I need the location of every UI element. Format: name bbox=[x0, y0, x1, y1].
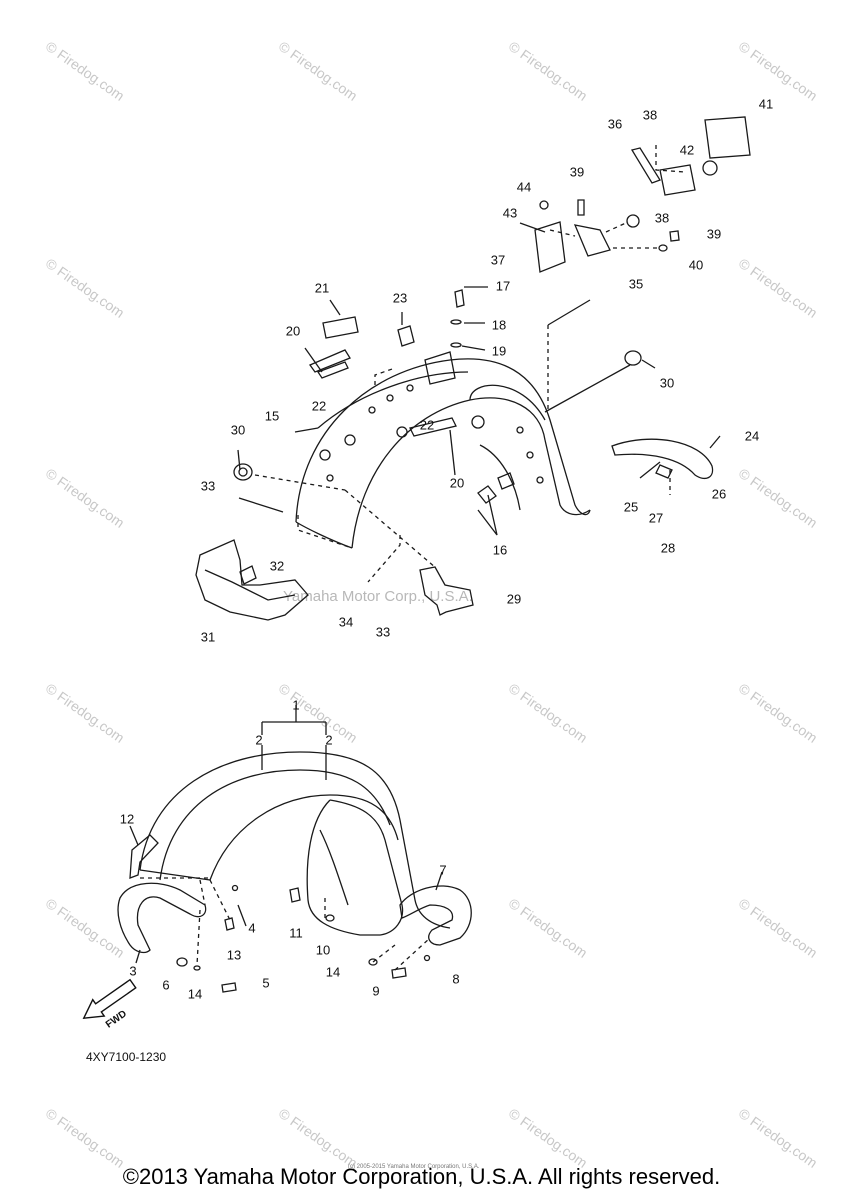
callout-number: 31 bbox=[200, 629, 216, 645]
callout-number: 11 bbox=[289, 925, 303, 941]
callout-number: 35 bbox=[628, 276, 644, 292]
callout-number: 16 bbox=[492, 542, 508, 558]
callout-number: 17 bbox=[495, 278, 511, 294]
center-watermark: Yamaha Motor Corp., U.S.A. bbox=[283, 588, 473, 605]
callout-number: 4 bbox=[248, 920, 256, 936]
callout-number: 39 bbox=[569, 164, 585, 180]
callout-number: 2 bbox=[325, 732, 333, 748]
callout-number: 33 bbox=[200, 478, 216, 494]
callout-number: 20 bbox=[449, 475, 465, 491]
callout-number: 24 bbox=[744, 428, 760, 444]
callout-number: 27 bbox=[648, 510, 664, 526]
tiny-copyright: (c) 2005-2015 Yamaha Motor Corporation, … bbox=[348, 1164, 480, 1170]
callout-number: 32 bbox=[269, 558, 285, 574]
callout-number: 23 bbox=[392, 290, 408, 306]
callout-number: 7 bbox=[439, 862, 447, 878]
rear-fender-upper bbox=[195, 116, 751, 621]
callout-number: 39 bbox=[706, 226, 722, 242]
callout-number: 15 bbox=[264, 408, 280, 424]
callout-number: 36 bbox=[607, 116, 623, 132]
callout-number: 21 bbox=[314, 280, 330, 296]
callout-number: 5 bbox=[262, 975, 270, 991]
callout-number: 10 bbox=[315, 942, 331, 958]
callout-number: 22 bbox=[419, 417, 435, 433]
callout-number: 26 bbox=[711, 486, 727, 502]
callout-number: 33 bbox=[375, 624, 391, 640]
callout-number: 30 bbox=[230, 422, 246, 438]
fwd-arrow-icon bbox=[82, 978, 137, 1020]
callout-number: 14 bbox=[187, 986, 203, 1002]
callout-number: 20 bbox=[285, 323, 301, 339]
callout-number: 22 bbox=[311, 398, 327, 414]
callout-number: 41 bbox=[758, 96, 774, 112]
callout-number: 14 bbox=[325, 964, 341, 980]
callout-number: 25 bbox=[623, 499, 639, 515]
callout-number: 44 bbox=[516, 179, 532, 195]
callout-number: 1 bbox=[292, 697, 300, 713]
callout-number: 19 bbox=[491, 343, 507, 359]
callout-number: 38 bbox=[654, 210, 670, 226]
callout-number: 42 bbox=[679, 142, 695, 158]
callout-number: 28 bbox=[660, 540, 676, 556]
callout-number: 13 bbox=[226, 947, 242, 963]
callout-number: 40 bbox=[688, 257, 704, 273]
copyright-notice: ©2013 Yamaha Motor Corporation, U.S.A. A… bbox=[122, 1164, 721, 1189]
callout-number: 3 bbox=[129, 963, 137, 979]
callout-number: 6 bbox=[162, 977, 170, 993]
callout-number: 29 bbox=[506, 591, 522, 607]
callout-number: 34 bbox=[338, 614, 354, 630]
callout-number: 12 bbox=[119, 811, 135, 827]
callout-number: 18 bbox=[491, 317, 507, 333]
callout-number: 37 bbox=[490, 252, 506, 268]
callout-number: 9 bbox=[372, 983, 380, 999]
callout-number: 2 bbox=[255, 732, 263, 748]
part-code: 4XY7100-1230 bbox=[86, 1050, 167, 1064]
front-fender-lower bbox=[117, 705, 472, 993]
callout-number: 30 bbox=[659, 375, 675, 391]
callout-number: 43 bbox=[502, 205, 518, 221]
callout-number: 8 bbox=[452, 971, 460, 987]
callout-number: 38 bbox=[642, 107, 658, 123]
